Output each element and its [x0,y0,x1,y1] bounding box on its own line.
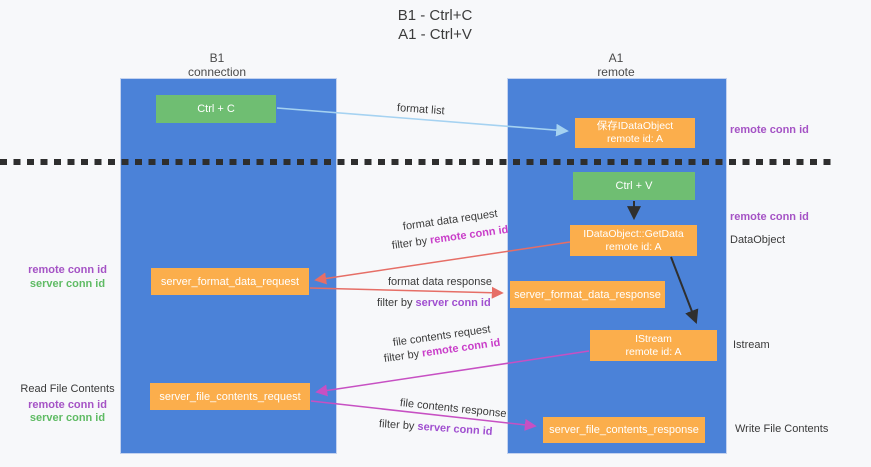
box-getdata-line1: IDataObject::GetData [583,227,684,240]
annotation-read-file-contents-group: Read File Contents remote conn id server… [20,383,115,426]
box-ctrl-v-label: Ctrl + V [615,180,653,192]
filter-by-text: filter by [378,418,418,433]
filter-by-text: filter by [377,297,416,309]
box-ctrl-c-label: Ctrl + C [197,103,235,115]
label-file-contents-response: file contents response [399,397,508,421]
lifeline-header-a1: A1 remote [556,51,676,79]
box-server-file-contents-request-label: server_file_contents_request [159,390,301,403]
box-server-format-data-request: server_format_data_request [151,268,309,295]
box-istream-line2: remote id: A [625,345,682,358]
annotation-dataobject: DataObject [730,234,786,246]
lifeline-b1-name: B1 [209,51,225,65]
box-getdata-line2: remote id: A [605,240,662,253]
lifeline-b1-subtitle: connection [187,65,247,79]
annotation-conn-ids-format: remote conn id server conn id [20,264,115,291]
annotation-remote-conn-id-left1: remote conn id [28,264,107,276]
box-istream: IStream remote id: A [590,330,717,361]
label-format-data-response: format data response [388,276,492,288]
lifeline-a1-subtitle: remote [597,65,635,79]
box-save-idataobject-line1: 保存IDataObject [596,120,674,132]
label-filter-server-1: filter by server conn id [377,297,491,309]
box-save-idataobject: 保存IDataObject remote id: A [575,118,695,148]
arrow-format-data-response [309,286,504,299]
lifeline-a1-name: A1 [608,51,624,65]
annotation-read-file-contents: Read File Contents [20,383,115,395]
annotation-remote-conn-id-left2: remote conn id [28,398,107,411]
label-format-list: format list [396,102,445,118]
box-ctrl-v: Ctrl + V [573,172,695,200]
box-idataobject-getdata: IDataObject::GetData remote id: A [570,225,697,256]
title-line-b1: B1 - Ctrl+C [397,7,473,24]
box-server-file-contents-response: server_file_contents_response [543,417,705,443]
box-save-idataobject-line2: remote id: A [606,133,664,145]
annotation-server-conn-id-left1: server conn id [29,277,106,290]
filter-server-conn-id: server conn id [415,297,491,309]
filter-server-conn-id: server conn id [417,420,493,438]
annotation-write-file-contents: Write File Contents [735,423,829,435]
diagram-title: B1 - Ctrl+C A1 - Ctrl+V [330,6,540,44]
annotation-remote-conn-id-top: remote conn id [730,124,809,136]
filter-by-text: filter by [383,347,423,365]
box-server-format-data-request-label: server_format_data_request [160,275,300,288]
label-filter-server-2: filter by server conn id [379,418,493,438]
box-ctrl-c: Ctrl + C [156,95,276,123]
box-server-file-contents-request: server_file_contents_request [150,383,310,410]
title-line-a1: A1 - Ctrl+V [398,26,472,43]
box-istream-line1: IStream [635,332,672,345]
lifeline-header-b1: B1 connection [157,51,277,79]
annotation-remote-conn-id-mid: remote conn id [730,211,809,223]
annotation-server-conn-id-left2: server conn id [29,412,106,424]
filter-by-text: filter by [391,234,431,252]
box-server-format-data-response: server_format_data_response [510,281,665,308]
box-server-format-data-response-label: server_format_data_response [514,288,661,301]
annotation-istream: Istream [733,339,770,351]
box-server-file-contents-response-label: server_file_contents_response [549,424,699,436]
